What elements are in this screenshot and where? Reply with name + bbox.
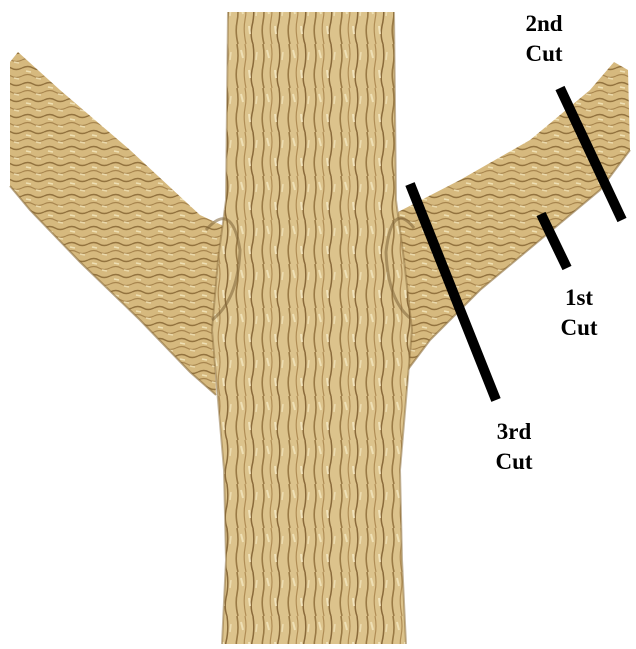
third-cut-label-word: Cut <box>484 447 544 477</box>
first-cut-label-word: Cut <box>547 313 611 343</box>
third-cut-label: 3rd Cut <box>484 417 544 477</box>
second-cut-label-word: Cut <box>514 39 574 69</box>
second-cut-label-ordinal: 2nd <box>514 9 574 39</box>
third-cut-label-ordinal: 3rd <box>484 417 544 447</box>
second-cut-label: 2nd Cut <box>514 9 574 69</box>
trunk <box>206 12 414 644</box>
first-cut-label-ordinal: 1st <box>547 283 611 313</box>
left-branch <box>10 52 228 395</box>
first-cut-label: 1st Cut <box>547 283 611 343</box>
